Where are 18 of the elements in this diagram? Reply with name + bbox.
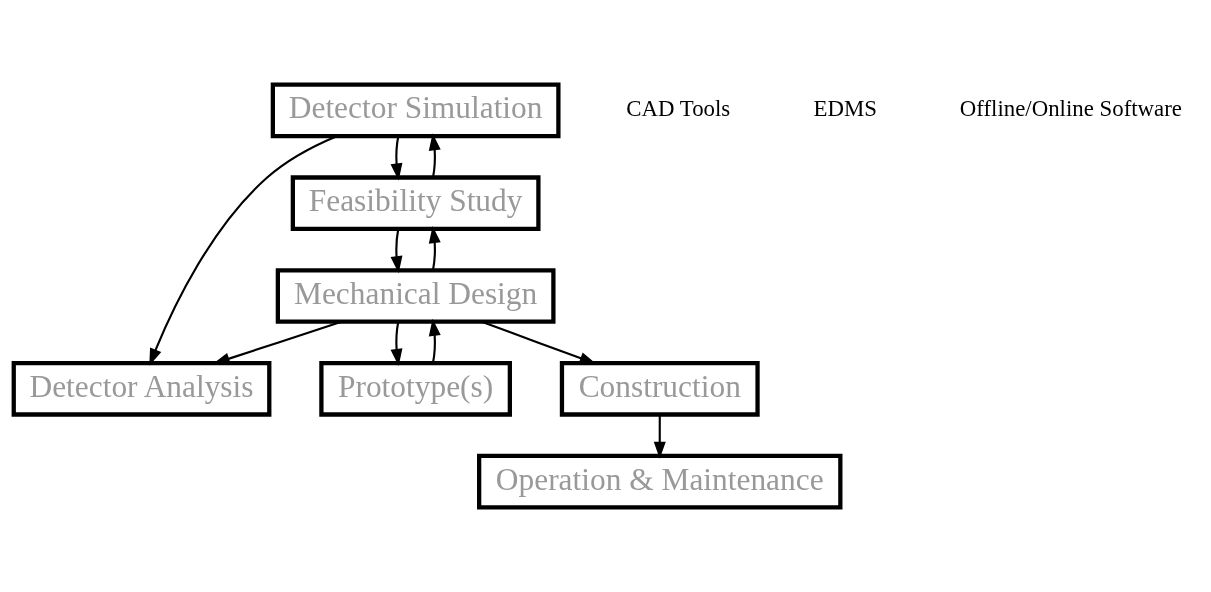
node-box: Detector Simulation (270, 82, 561, 139)
node-box: Mechanical Design (275, 268, 556, 324)
arrow (149, 135, 338, 366)
label: Offline/Online Software (959, 95, 1182, 121)
arrow (390, 321, 403, 367)
arrow (390, 229, 403, 274)
node-box: Prototype(s) (319, 360, 512, 417)
arrow (428, 318, 441, 363)
node-box: Detector Analysis (11, 360, 272, 417)
arrow (653, 414, 666, 459)
arrow (428, 226, 441, 271)
label: EDMS (813, 95, 878, 121)
node-box: Operation & Maintenance (477, 453, 843, 510)
node-box: Construction (559, 360, 760, 417)
arrow (390, 136, 403, 181)
label: CAD Tools (626, 95, 731, 121)
arrow (428, 133, 441, 178)
node-box: Feasibility Study (290, 175, 541, 232)
